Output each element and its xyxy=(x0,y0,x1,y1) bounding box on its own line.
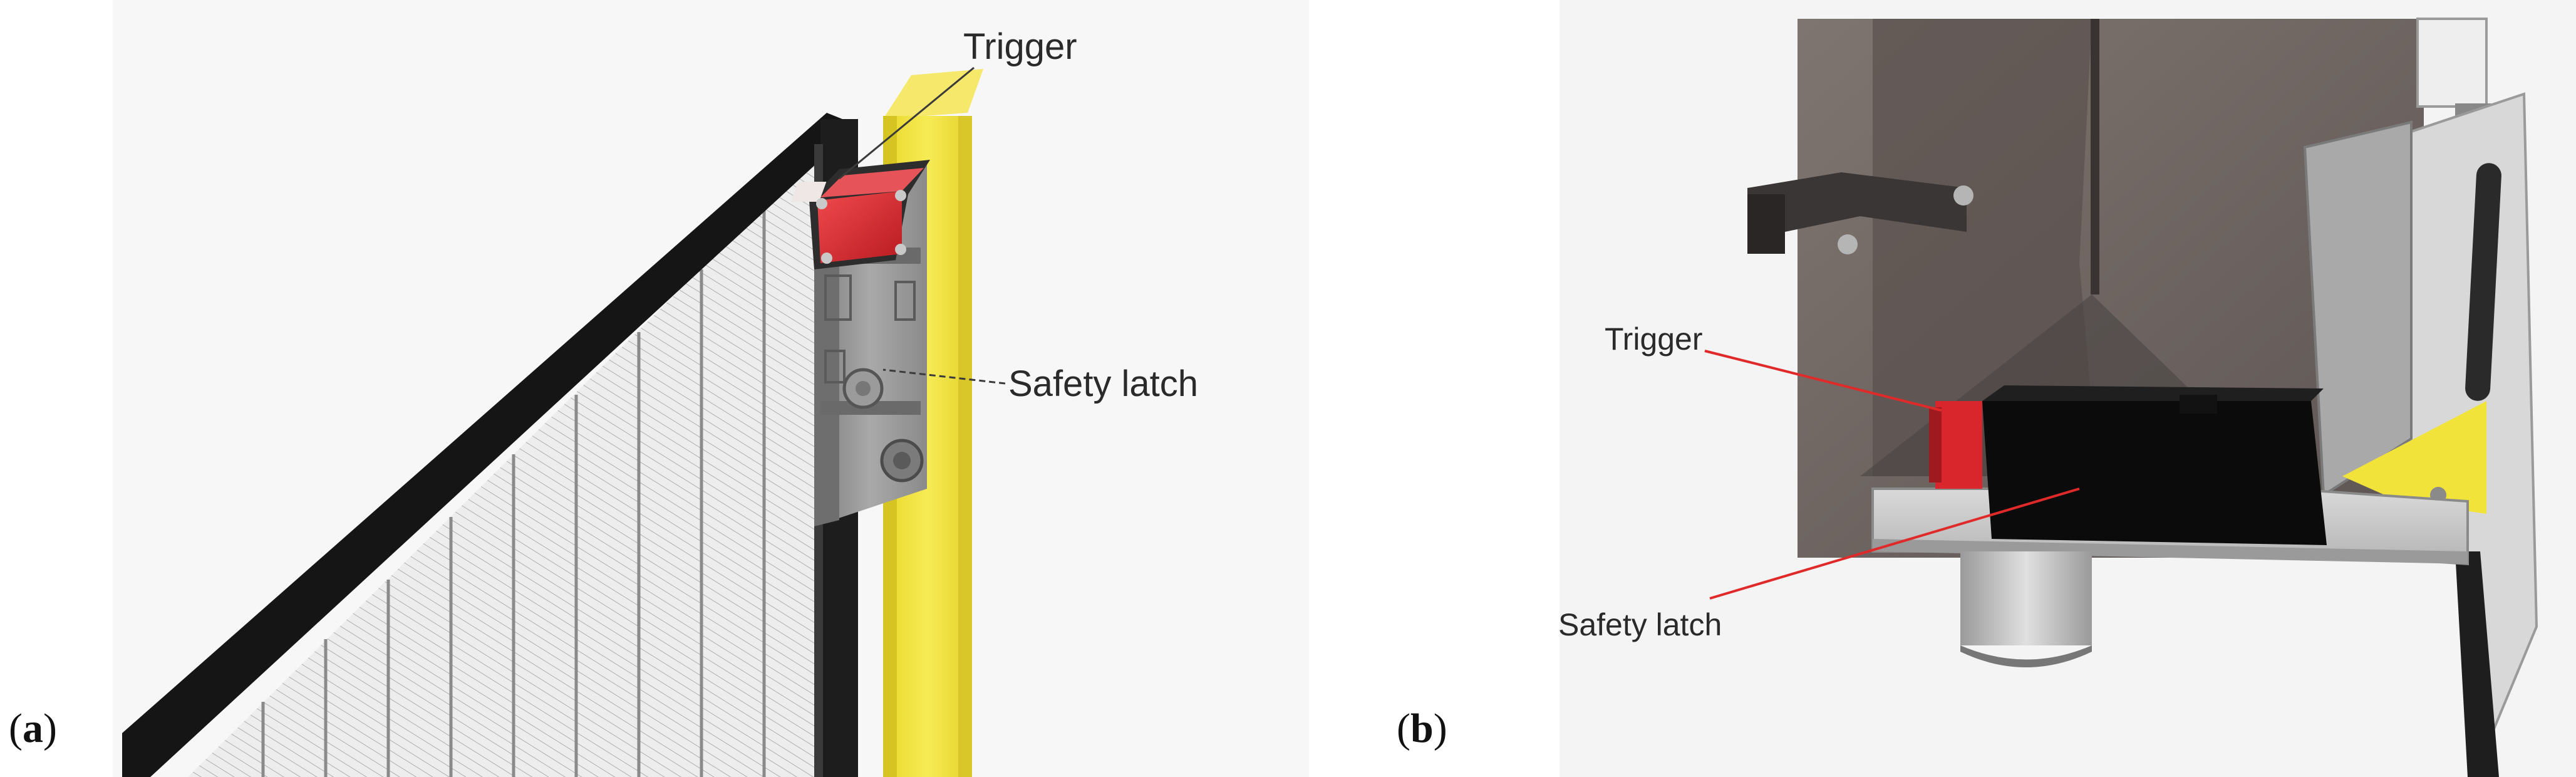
panel-b: Trigger Safety latch (b) xyxy=(1309,0,2576,777)
trigger-b xyxy=(1929,401,1982,489)
panel-letter-b-text: b xyxy=(1410,706,1434,751)
panel-b-illustration xyxy=(1560,0,2576,777)
leader-lines-a xyxy=(839,66,1006,385)
callout-safety-latch: Safety latch xyxy=(1008,363,1199,404)
leader-lines-b xyxy=(1704,350,2080,600)
panel-a-illustration xyxy=(122,66,1006,777)
panel-letter-a: (a) xyxy=(9,706,57,751)
panel-a: Trigger Safety latch (a) xyxy=(9,26,1199,777)
yellow-bracket xyxy=(2342,401,2486,514)
trigger-a xyxy=(790,160,930,269)
safety-latch-b xyxy=(1982,385,2327,545)
pipe xyxy=(1960,551,2092,667)
panel-letter-b: (b) xyxy=(1397,706,1447,751)
callout-trigger: Trigger xyxy=(963,26,1077,67)
callout-trigger: Trigger xyxy=(1605,321,1703,357)
mounting-bracket xyxy=(1747,172,1973,254)
callout-safety-latch: Safety latch xyxy=(1558,607,1722,642)
panel-letter-a-text: a xyxy=(22,706,43,751)
mesh-gate xyxy=(188,157,814,777)
